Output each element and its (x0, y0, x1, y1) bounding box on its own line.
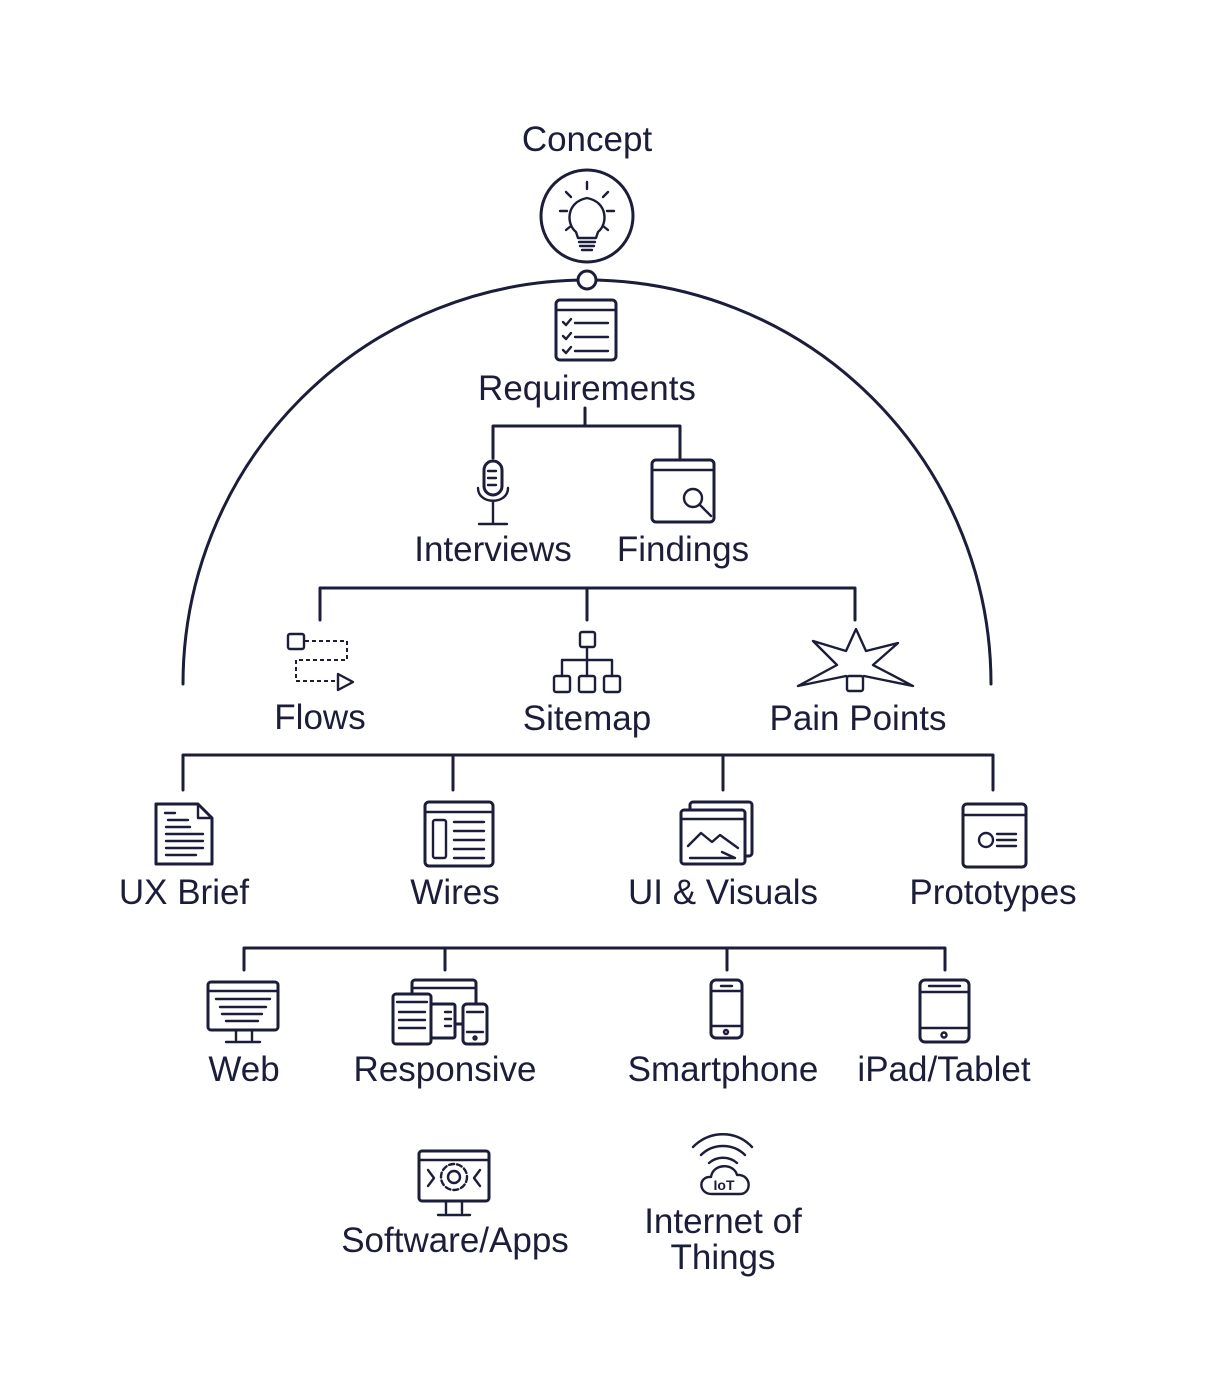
node-pain-points-label: Pain Points (769, 699, 947, 738)
node-iot-label-line2: Things (670, 1238, 776, 1277)
smartphone-icon (709, 978, 744, 1040)
node-responsive-label: Responsive (353, 1050, 537, 1089)
node-iot-label-line1: Internet of (644, 1202, 802, 1241)
checklist-icon (554, 298, 618, 362)
wireframe-icon (423, 800, 495, 868)
multi-device-icon (391, 978, 489, 1046)
node-concept-label: Concept (521, 120, 653, 159)
node-smartphone-label: Smartphone (627, 1050, 819, 1089)
node-iot-label: Internet of Things (603, 1204, 843, 1276)
node-sitemap-label: Sitemap (522, 699, 652, 738)
node-findings-label: Findings (616, 530, 750, 569)
node-prototypes-label: Prototypes (909, 873, 1077, 912)
flow-diagram-icon (286, 632, 355, 692)
cloud-wifi-icon: IoT (691, 1133, 754, 1196)
node-ux-brief-label: UX Brief (118, 873, 250, 912)
connector-requirements (491, 406, 682, 460)
document-icon (154, 802, 214, 866)
sitemap-icon (552, 630, 622, 694)
prototype-window-icon (961, 802, 1028, 869)
monitor-gear-icon (417, 1149, 491, 1217)
node-interviews-label: Interviews (414, 530, 572, 569)
image-stack-icon (679, 800, 754, 866)
microphone-icon (476, 459, 510, 526)
node-ui-visuals-label: UI & Visuals (628, 873, 818, 912)
lightbulb-icon (539, 168, 635, 264)
desktop-monitor-icon (206, 980, 280, 1044)
burst-icon (796, 627, 915, 693)
node-flows-label: Flows (274, 698, 366, 737)
node-requirements-label: Requirements (478, 369, 696, 408)
node-web-label: Web (208, 1050, 280, 1089)
window-search-icon (650, 458, 716, 524)
dome-arc (181, 278, 993, 686)
connector-platforms (242, 946, 947, 972)
dome-junction (576, 269, 598, 291)
tablet-icon (918, 978, 971, 1044)
node-software-apps-label: Software/Apps (341, 1221, 569, 1260)
connector-deliverables (181, 753, 995, 792)
connector-research (318, 586, 857, 622)
node-wires-label: Wires (410, 873, 500, 912)
node-ipad-tablet-label: iPad/Tablet (857, 1050, 1031, 1089)
iot-badge: IoT (714, 1177, 735, 1193)
